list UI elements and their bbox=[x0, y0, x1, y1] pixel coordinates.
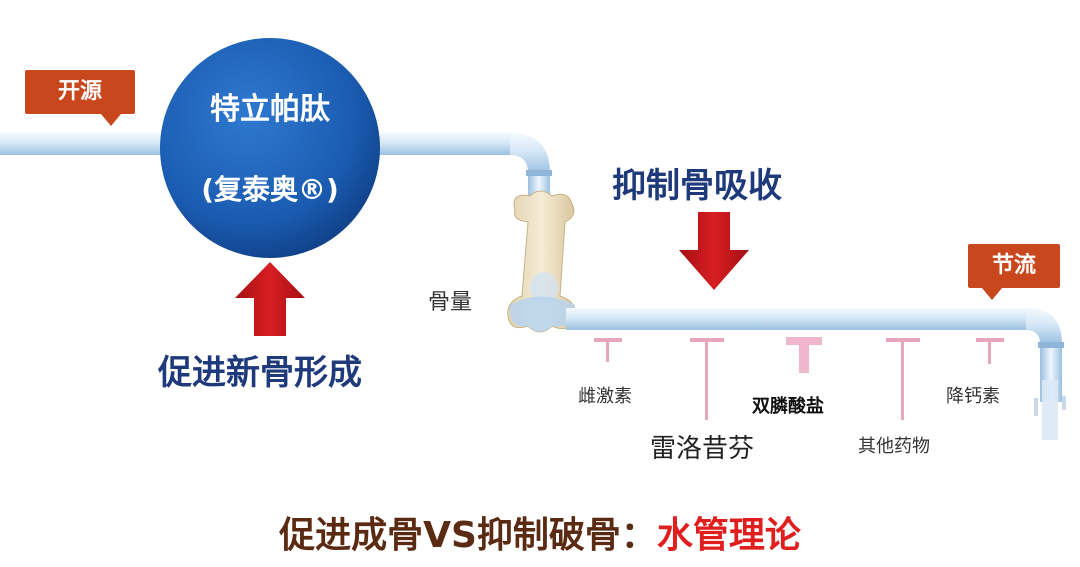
inhibit-bone-resorption-label: 抑制骨吸收 bbox=[612, 166, 782, 206]
lower-pipe bbox=[566, 308, 1066, 440]
teriparatide-circle bbox=[160, 38, 380, 258]
circle-brand-name: (复泰奥®) bbox=[201, 173, 339, 206]
drug-estrogen: 雌激素 bbox=[578, 386, 632, 407]
valve-estrogen bbox=[594, 338, 622, 362]
bone-icon bbox=[507, 190, 576, 333]
bone-mass-label: 骨量 bbox=[428, 290, 473, 315]
footer-main: 促进成骨VS抑制破骨： bbox=[279, 515, 657, 556]
promote-bone-formation-label: 促进新骨形成 bbox=[158, 353, 362, 393]
valve-other bbox=[886, 338, 920, 420]
footer-title: 促进成骨VS抑制破骨：水管理论 bbox=[0, 506, 1080, 558]
open-source-tag: 开源 bbox=[25, 70, 135, 126]
drug-other: 其他药物 bbox=[858, 436, 930, 457]
circle-drug-name: 特立帕肽 bbox=[210, 92, 330, 127]
footer-highlight: 水管理论 bbox=[656, 515, 801, 556]
up-arrow-icon bbox=[235, 262, 305, 336]
valve-raloxifene bbox=[690, 338, 724, 420]
open-source-label: 开源 bbox=[57, 79, 102, 104]
down-arrow-icon bbox=[679, 212, 749, 290]
throttle-tag: 节流 bbox=[968, 244, 1060, 300]
drug-raloxifene: 雷洛昔芬 bbox=[650, 434, 755, 464]
valve-calcitonin bbox=[976, 338, 1004, 364]
valve-bisphosphonate bbox=[786, 337, 822, 373]
drug-calcitonin: 降钙素 bbox=[946, 386, 1000, 407]
drug-bisphosphonate: 双膦酸盐 bbox=[752, 396, 824, 417]
throttle-label: 节流 bbox=[991, 253, 1036, 278]
